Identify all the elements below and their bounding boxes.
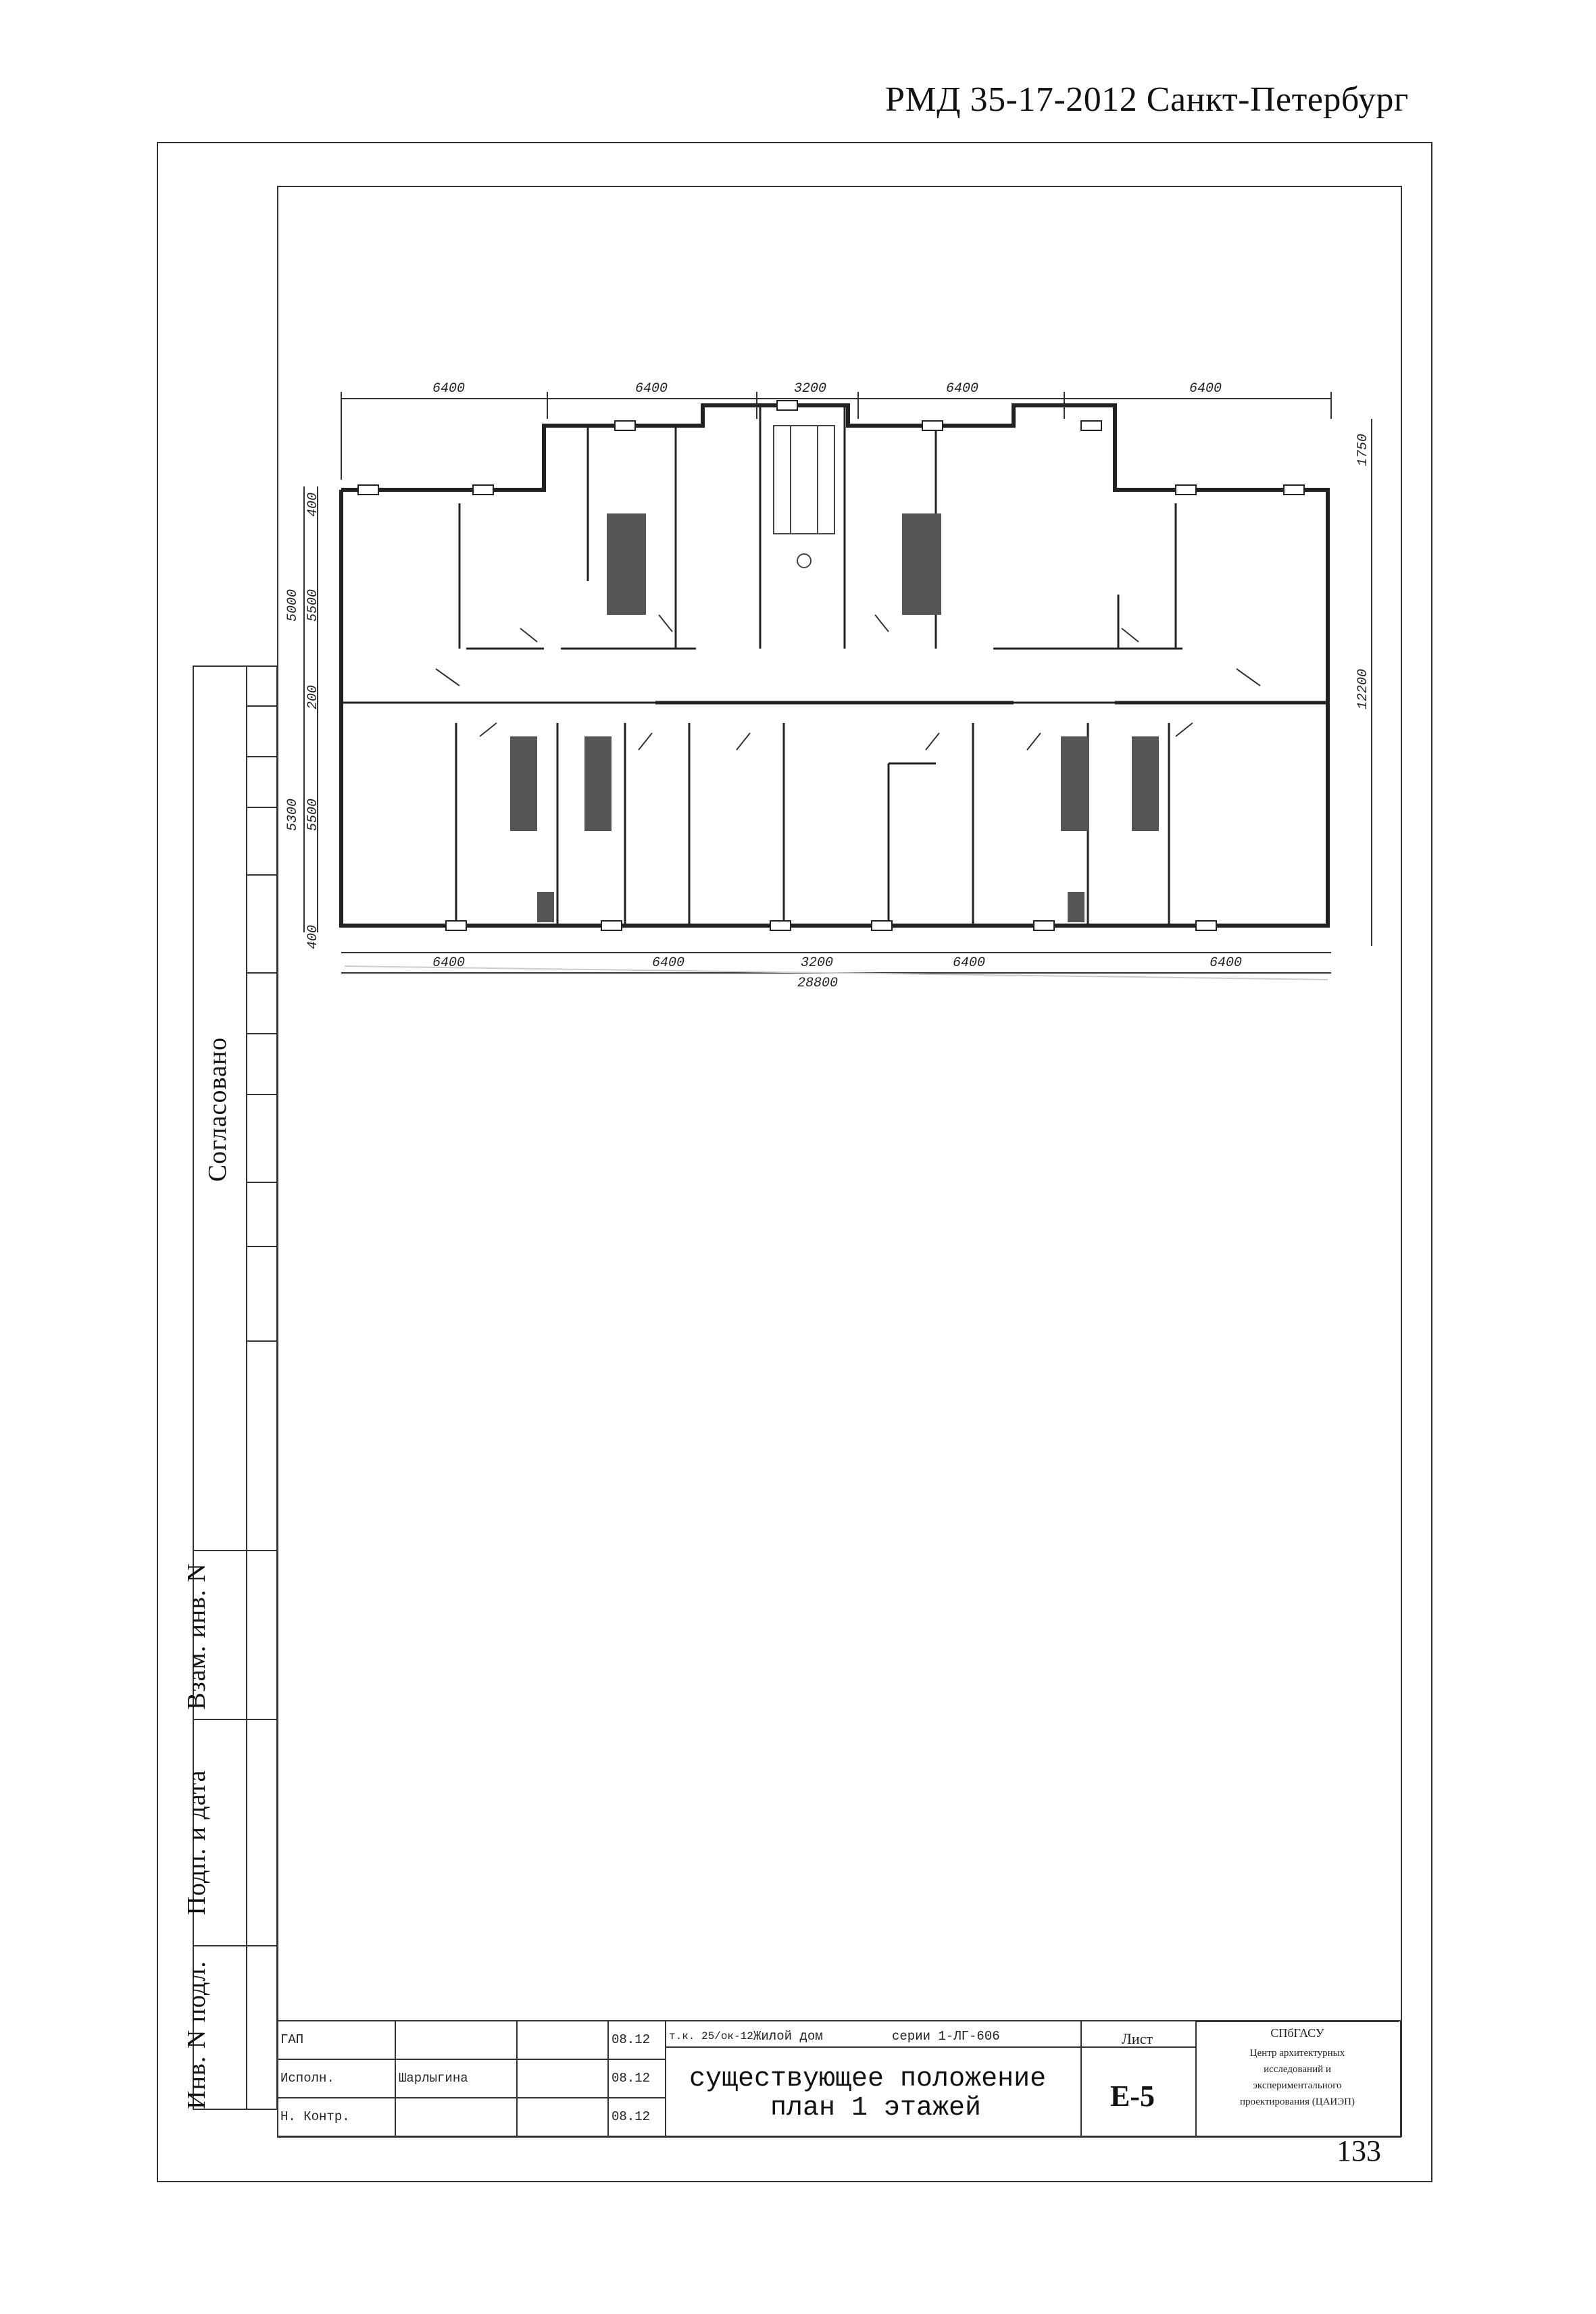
dim-top-1: 6400 — [432, 381, 465, 397]
floor-plan: 6400 6400 3200 6400 6400 6400 6400 3200 … — [285, 381, 1372, 991]
dim-bottom-5: 6400 — [1210, 955, 1242, 971]
tb-date-2: 08.12 — [612, 2071, 651, 2086]
outer-frame — [157, 142, 1432, 2182]
side-stamp-grid — [193, 665, 278, 2110]
tb-name-ispoln: Шарлыгина — [399, 2071, 468, 2086]
dim-top-3: 3200 — [794, 381, 826, 397]
dim-left-7: 400 — [305, 925, 321, 949]
dim-top-2: 6400 — [635, 381, 668, 397]
tb-org-line5: проектирования (ЦАИЭП) — [1239, 2096, 1355, 2107]
tb-title-line2: план 1 этажей — [770, 2093, 982, 2123]
tb-series: серии 1-ЛГ-606 — [892, 2029, 1000, 2044]
tb-org-line3: исследований и — [1264, 2064, 1331, 2075]
dim-right-2: 12200 — [1355, 669, 1371, 709]
dim-top-4: 6400 — [946, 381, 978, 397]
tb-title-line1: существующее положение — [689, 2064, 1047, 2094]
tb-role-nkontr: Н. Контр. — [280, 2109, 350, 2124]
dim-total: 28800 — [797, 976, 838, 991]
tb-date-3: 08.12 — [612, 2109, 651, 2124]
tb-code: т.к. 25/ок-12 — [669, 2030, 753, 2042]
title-block-grid — [277, 2020, 1401, 2138]
page-number: 133 — [1337, 2134, 1381, 2167]
document-header: РМД 35-17-2012 Санкт-Петербург — [885, 80, 1409, 119]
tb-date-1: 08.12 — [612, 2032, 651, 2047]
tb-org-line1: СПбГАСУ — [1270, 2026, 1324, 2040]
tb-role-ispoln: Исполн. — [280, 2071, 334, 2086]
tb-org-line4: экспериментального — [1253, 2080, 1342, 2091]
tb-role-gap: ГАП — [280, 2032, 304, 2047]
podp-data-label: Подп. и дата — [182, 1769, 211, 1915]
dim-left-2: 5000 — [285, 589, 301, 622]
dim-right-1: 1750 — [1355, 434, 1371, 466]
dim-bottom-3: 3200 — [801, 955, 833, 971]
dim-left-4: 200 — [305, 685, 321, 709]
tb-sheet-value: Е-5 — [1110, 2080, 1155, 2113]
tb-object: Жилой дом — [753, 2029, 823, 2044]
dim-left-6: 5500 — [305, 799, 321, 831]
dim-bottom-4: 6400 — [953, 955, 985, 971]
dim-left-1: 400 — [305, 493, 321, 517]
dim-left-5: 5300 — [285, 799, 301, 831]
inv-podl-label: Инв. N подл. — [182, 1961, 211, 2109]
tb-org-line2: Центр архитектурных — [1249, 2048, 1345, 2059]
dim-bottom-1: 6400 — [432, 955, 465, 971]
tb-sheet-label: Лист — [1122, 2030, 1153, 2047]
dim-top-5: 6400 — [1189, 381, 1222, 397]
dim-bottom-2: 6400 — [652, 955, 684, 971]
dim-left-3: 5500 — [305, 589, 321, 622]
soglasovano-label: Согласовано — [203, 1036, 232, 1182]
vzam-inv-label: Взам. инв. N — [182, 1563, 211, 1710]
